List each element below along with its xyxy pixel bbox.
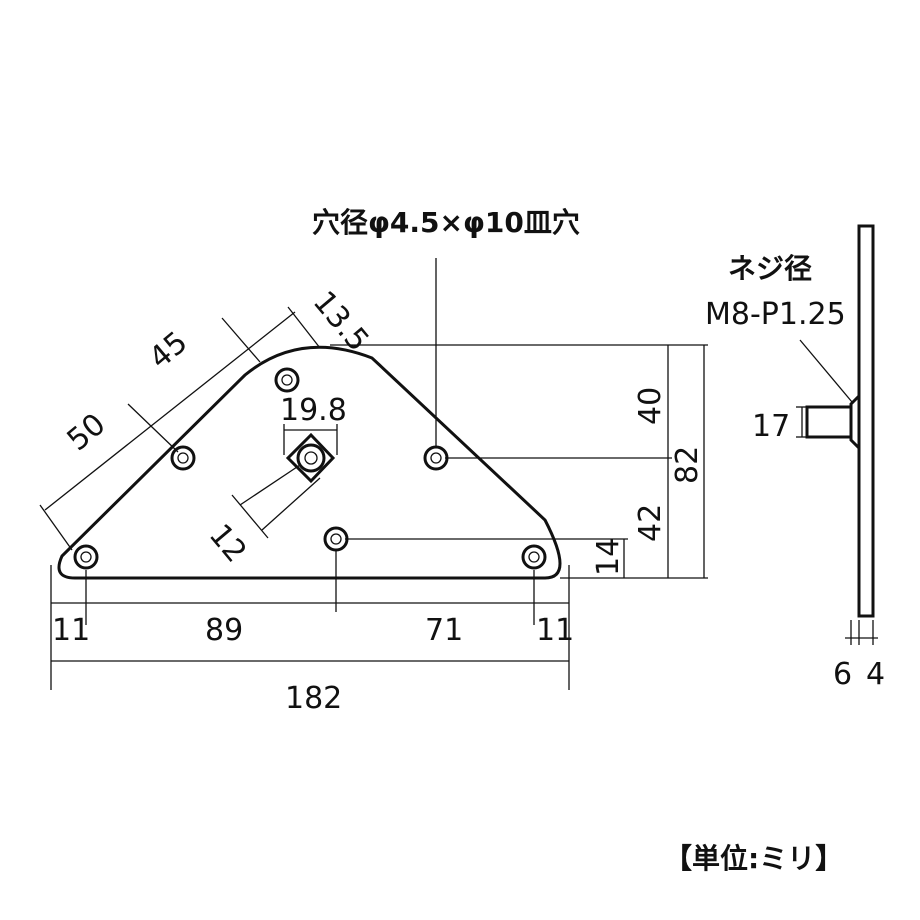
center-dimension-lines [231,424,338,539]
dim-19-8: 19.8 [280,393,347,428]
right-dimension-lines [330,344,708,579]
dim-17: 17 [752,409,790,444]
thread-title-label: ネジ径 [728,252,812,285]
diagonal-dimension-lines [39,306,321,551]
thread-spec-label: M8-P1.25 [705,297,846,332]
mounting-hole-right [423,445,449,471]
thread-callout-leader [799,339,853,403]
dim-4: 4 [866,657,885,692]
dim-45: 45 [143,325,195,376]
mounting-hole-left [170,445,196,471]
mounting-hole-bottom-left [73,544,99,570]
side-dimension-lines [796,406,878,645]
mounting-hole-lower-center [323,526,349,552]
dim-82: 82 [670,446,705,484]
dim-42: 42 [633,504,668,542]
dim-50: 50 [61,407,113,458]
dim-14: 14 [591,538,626,576]
mounting-hole-top [274,367,300,393]
unit-label: 【単位:ミリ】 [664,842,843,875]
bottom-dimension-lines [50,550,570,690]
dim-11-left: 11 [52,613,90,648]
dim-182: 182 [285,681,342,716]
dim-11-right: 11 [536,613,574,648]
hole-spec-label: 穴径φ4.5×φ10皿穴 [312,206,580,239]
dim-40: 40 [633,387,668,425]
mounting-hole-bottom-right [521,544,547,570]
dim-71: 71 [425,613,463,648]
dim-12: 12 [202,518,253,570]
side-view-plate [857,224,875,618]
dim-89: 89 [205,613,243,648]
dim-6: 6 [833,657,852,692]
plate-outline [57,345,562,580]
center-stud [285,432,336,484]
side-view-bolt [805,392,861,452]
